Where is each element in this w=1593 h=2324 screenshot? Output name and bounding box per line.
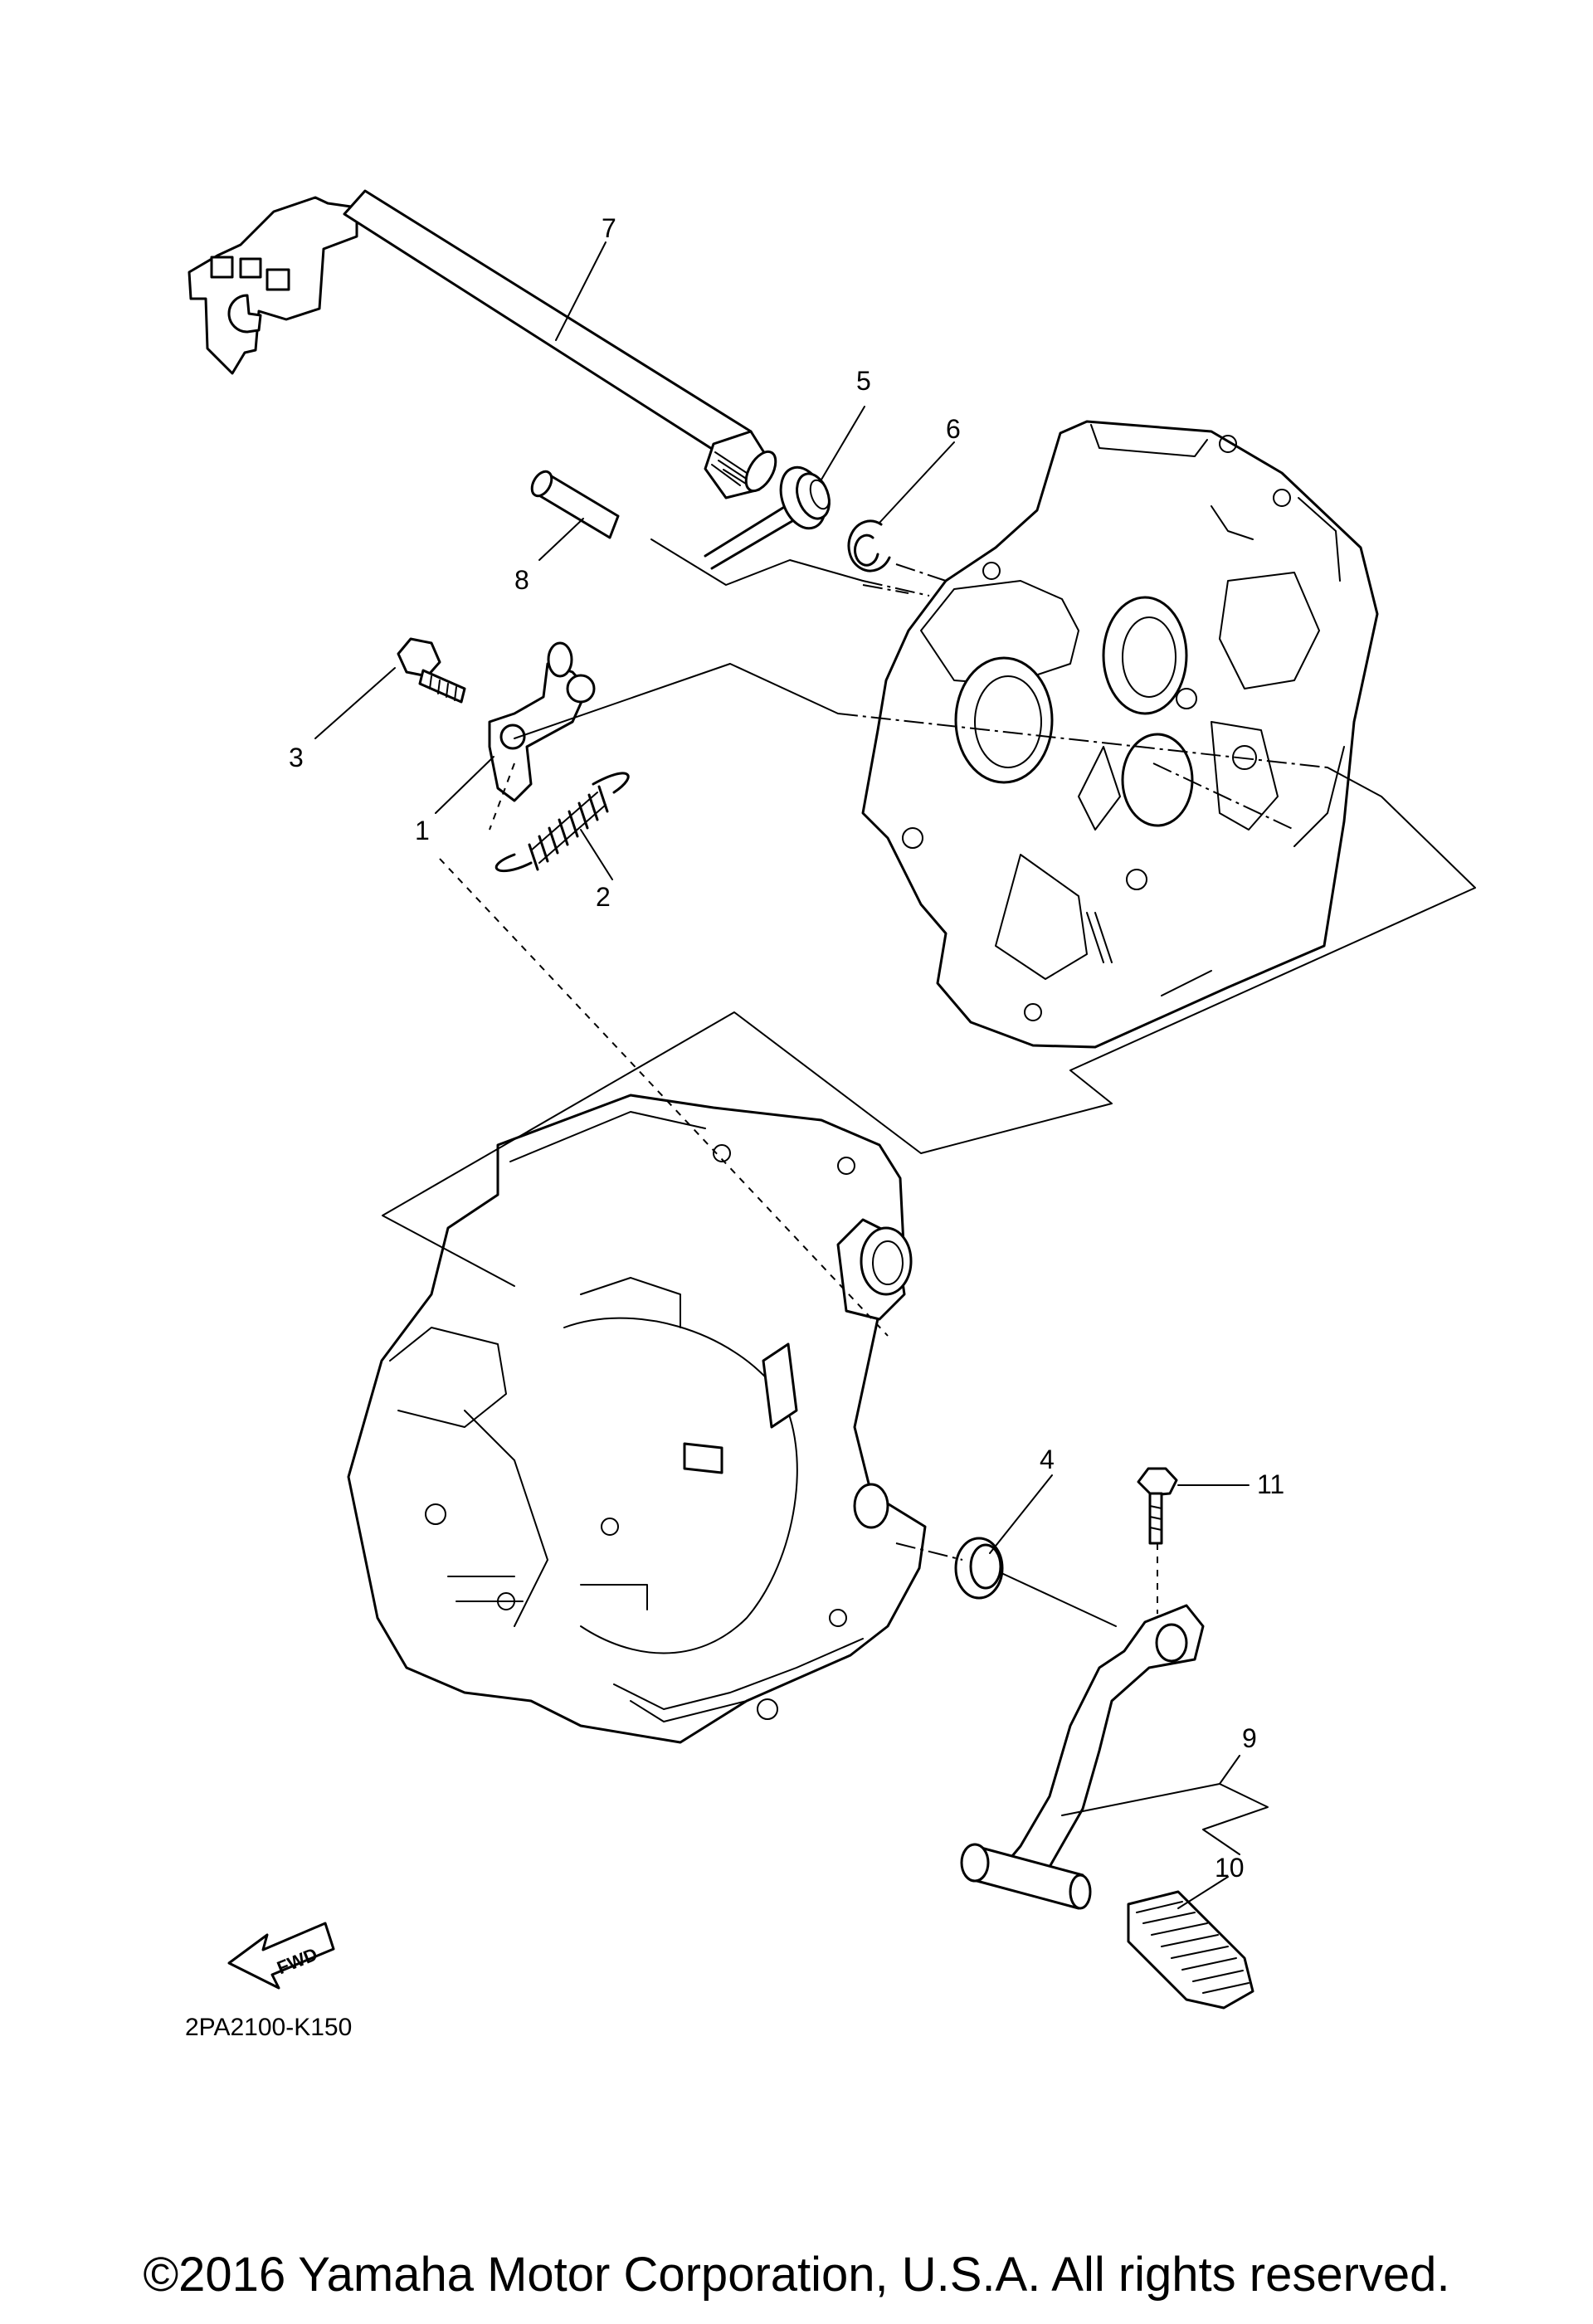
shift-shaft <box>188 189 777 499</box>
circlip <box>847 519 891 572</box>
callout-4: 4 <box>1040 1445 1055 1474</box>
callout-labels: 1 2 3 4 5 6 7 8 9 10 11 <box>289 213 1284 1883</box>
callout-2: 2 <box>596 882 611 912</box>
bolt <box>397 637 466 704</box>
dowel-pin <box>530 470 620 539</box>
callout-6: 6 <box>946 414 961 444</box>
diagram-code: 2PA2100-K150 <box>185 2014 353 2041</box>
crankcase-left-half <box>347 1094 927 1744</box>
callout-7: 7 <box>602 213 616 243</box>
pinch-bolt <box>1137 1467 1178 1545</box>
torsion-spring <box>704 465 831 570</box>
callout-1: 1 <box>415 816 430 845</box>
callout-leaders <box>314 241 1269 1909</box>
pedal-rubber <box>1127 1890 1254 2010</box>
shift-pedal <box>960 1604 1205 1910</box>
assembly-lines <box>382 538 1476 1627</box>
callout-3: 3 <box>289 743 304 772</box>
forward-direction-arrow: FWD <box>227 1922 335 1990</box>
callout-5: 5 <box>856 366 871 396</box>
callout-8: 8 <box>514 565 529 595</box>
copyright-notice: ©2016 Yamaha Motor Corporation, U.S.A. A… <box>143 2248 1450 2302</box>
tension-spring <box>494 772 630 873</box>
callout-9: 9 <box>1242 1723 1257 1753</box>
callout-11: 11 <box>1257 1469 1284 1499</box>
callout-10: 10 <box>1215 1853 1245 1883</box>
stopper-lever <box>488 641 596 802</box>
crankcase-right-half <box>861 420 1379 1049</box>
